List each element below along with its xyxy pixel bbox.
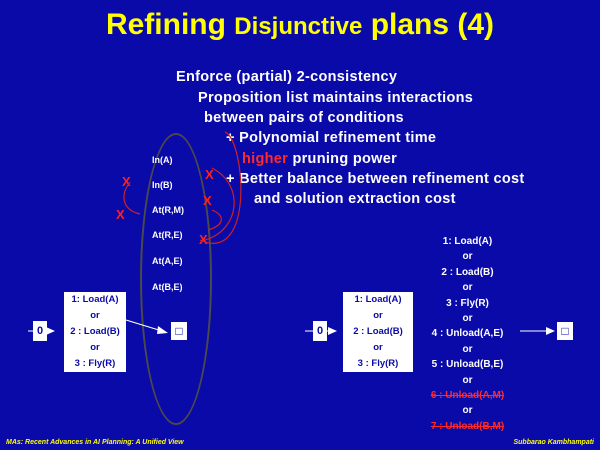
body-line-5: higher pruning power (242, 151, 397, 167)
right-goal-state: □ (557, 322, 573, 340)
right-step-line-4: or (462, 282, 473, 294)
middle-plan-line-5: 3 : Fly(R) (357, 358, 399, 369)
right-step-line-5: 3 : Fly(R) (446, 297, 489, 309)
right-step-struck-or: or (462, 405, 473, 417)
body-line-3: between pairs of conditions (204, 110, 404, 126)
x-mark-3: X (205, 167, 214, 182)
footer-right: Subbarao Kambhampati (513, 439, 594, 446)
left-plan-line-4: or (90, 342, 100, 353)
middle-plan-line-2: or (373, 310, 383, 321)
x-mark-1: X (122, 174, 131, 189)
middle-plan-step-box: 1: Load(A) or 2 : Load(B) or 3 : Fly(R) (343, 292, 413, 372)
left-plan-step-box: 1: Load(A) or 2 : Load(B) or 3 : Fly(R) (64, 292, 126, 372)
left-plan-line-3: 2 : Load(B) (70, 326, 120, 337)
right-step-line-9: 5 : Unload(B,E) (431, 359, 504, 371)
right-step-line-8: or (462, 343, 473, 355)
footer-left: MAs: Recent Advances in AI Planning: A U… (6, 439, 184, 446)
right-step-line-7: 4 : Unload(A,E) (431, 328, 504, 340)
left-plan-line-5: 3 : Fly(R) (74, 358, 116, 369)
x-mark-5: X (199, 232, 208, 247)
body-line-4: + Polynomial refinement time (226, 130, 437, 146)
x-mark-2: X (116, 207, 125, 222)
right-step-line-2: or (462, 251, 473, 263)
body-line-1: Enforce (partial) 2-consistency (176, 69, 398, 85)
body-line-7: and solution extraction cost (254, 191, 456, 207)
body-line-5-highlight: higher (242, 151, 289, 167)
right-step-line-10: or (462, 374, 473, 386)
right-step-list: 1: Load(A) or 2 : Load(B) or 3 : Fly(R) … (420, 234, 515, 434)
right-step-line-1: 1: Load(A) (442, 236, 493, 247)
right-step-struck-2: 7 : Unload(B,M) (430, 420, 505, 432)
title-part-2: Disjunctive (234, 13, 363, 40)
middle-plan-line-4: or (373, 342, 383, 353)
left-goal-state: □ (171, 322, 187, 340)
prop-in-a: In(A) (152, 155, 173, 165)
left-initial-state: 0 (33, 321, 47, 341)
left-plan-line-1: 1: Load(A) (71, 294, 119, 305)
prop-at-r-e: At(R,E) (152, 230, 183, 240)
slide-title: Refining Disjunctive plans (4) (0, 8, 600, 42)
right-step-struck-1: 6 : Unload(A,M) (430, 390, 505, 402)
title-part-3: plans (4) (370, 8, 495, 41)
prop-in-b: In(B) (152, 180, 173, 190)
prop-at-r-m: At(R,M) (152, 205, 184, 215)
proposition-list-oval (140, 133, 212, 425)
x-mark-4: X (203, 193, 212, 208)
middle-plan-line-1: 1: Load(A) (354, 294, 402, 305)
prop-at-b-e: At(B,E) (152, 282, 183, 292)
title-part-1: Refining (105, 8, 226, 41)
body-line-2: Proposition list maintains interactions (198, 90, 474, 106)
body-line-6: + Better balance between refinement cost (226, 171, 525, 187)
left-plan-line-2: or (90, 310, 100, 321)
right-step-line-6: or (462, 313, 473, 325)
right-step-line-3: 2 : Load(B) (441, 266, 494, 278)
body-line-5-rest: pruning power (288, 151, 398, 167)
prop-at-a-e: At(A,E) (152, 256, 183, 266)
middle-plan-line-3: 2 : Load(B) (353, 326, 403, 337)
middle-initial-state: 0 (313, 321, 327, 341)
